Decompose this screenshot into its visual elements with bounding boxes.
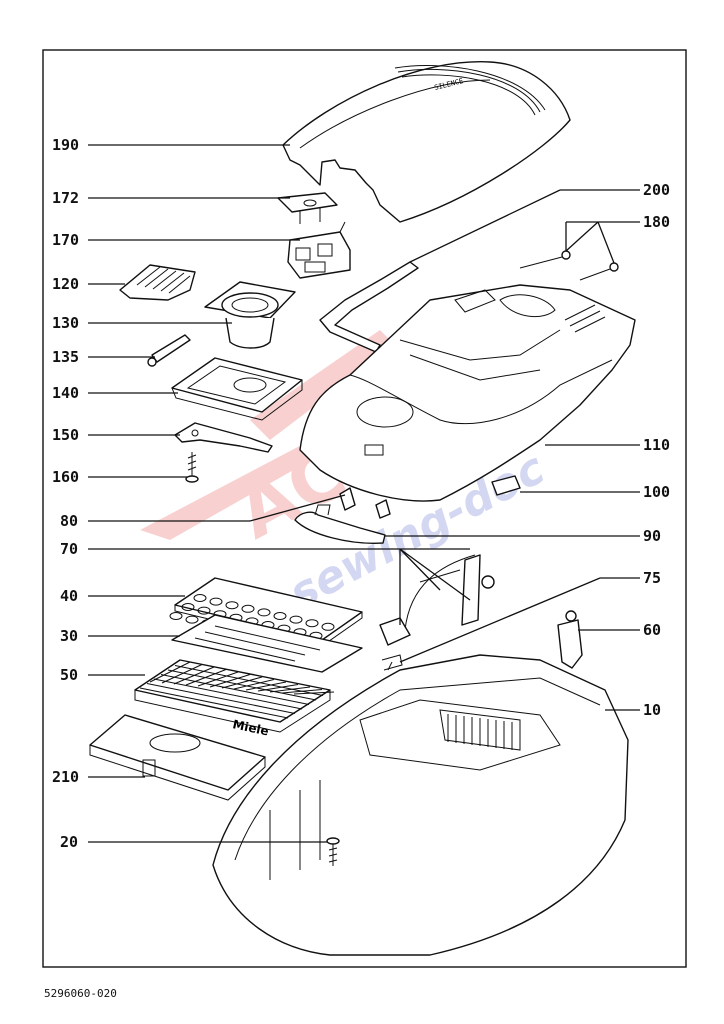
filter-cell [321, 622, 335, 631]
part-135-rod [147, 334, 191, 367]
part-75-bracket [381, 654, 403, 671]
label-150: 150 [52, 426, 79, 444]
part-150-lever [174, 422, 273, 453]
part-100-cover [491, 475, 521, 496]
filter-cell [169, 612, 183, 620]
filter-cell [193, 594, 207, 602]
label-75: 75 [643, 569, 661, 587]
mesh-line [146, 683, 296, 714]
mesh-line [269, 686, 311, 693]
mesh-line [149, 661, 191, 683]
label-120: 120 [52, 275, 79, 293]
label-190: 190 [52, 136, 79, 154]
mesh-line [139, 687, 289, 719]
label-200: 200 [643, 181, 670, 199]
mesh-line [153, 678, 303, 710]
part-210-filter-cover [89, 714, 266, 801]
part-60-clamp [557, 610, 583, 669]
part-70-cord-assembly [379, 554, 495, 646]
part-140-tray [171, 357, 303, 421]
part-160-screw [185, 452, 199, 483]
mesh-line [209, 674, 251, 688]
label-20: 20 [60, 833, 78, 851]
label-50: 50 [60, 666, 78, 684]
label-110: 110 [643, 436, 670, 454]
filter-cell [305, 619, 319, 628]
mesh-line [174, 665, 324, 696]
mesh-line [167, 669, 317, 701]
label-210: 210 [52, 768, 79, 786]
label-172: 172 [52, 189, 79, 207]
part-30-flat-grille [171, 614, 363, 673]
filter-cell [197, 606, 211, 615]
part-180-springs [519, 250, 619, 281]
label-30: 30 [60, 627, 78, 645]
mesh-line [245, 681, 287, 691]
filter-cell [273, 612, 287, 620]
part-labels: 190 172 170 120 130 135 140 150 160 80 7… [52, 136, 670, 851]
filter-cell [225, 601, 239, 610]
document-code: 5296060-020 [44, 987, 117, 1000]
part-190-top-lid: SILENCE [282, 61, 571, 223]
label-70: 70 [60, 540, 78, 558]
label-170: 170 [52, 231, 79, 249]
mesh-line [221, 676, 263, 689]
mesh-line [293, 691, 335, 695]
mesh-line [160, 674, 310, 705]
part-130-housing [204, 281, 296, 349]
part-120-grille [119, 264, 196, 301]
label-160: 160 [52, 468, 79, 486]
part-200-bracket [319, 261, 419, 353]
filter-cell [241, 604, 255, 613]
label-10: 10 [643, 701, 661, 719]
part-10-base [212, 654, 629, 956]
label-40: 40 [60, 587, 78, 605]
filter-cell [257, 608, 271, 617]
label-90: 90 [643, 527, 661, 545]
part-20-screw [326, 837, 340, 866]
part-172-clip [277, 192, 338, 224]
part-80-clip [339, 487, 391, 519]
mesh-line [233, 679, 275, 690]
filter-brand: Miele [231, 717, 270, 738]
diagram-frame [42, 49, 687, 968]
part-110-upper-housing [299, 284, 636, 502]
filter-cell [209, 597, 223, 606]
filter-cell [185, 615, 199, 624]
filter-cell [181, 603, 195, 611]
label-180: 180 [643, 213, 670, 231]
label-100: 100 [643, 483, 670, 501]
label-140: 140 [52, 384, 79, 402]
label-130: 130 [52, 314, 79, 332]
label-80: 80 [60, 512, 78, 530]
part-170-switch [287, 221, 351, 279]
leader-lines [88, 144, 640, 843]
label-135: 135 [52, 348, 79, 366]
filter-cell [289, 615, 303, 624]
mesh-line [161, 664, 203, 684]
label-60: 60 [643, 621, 661, 639]
part-90-handle [294, 504, 386, 544]
